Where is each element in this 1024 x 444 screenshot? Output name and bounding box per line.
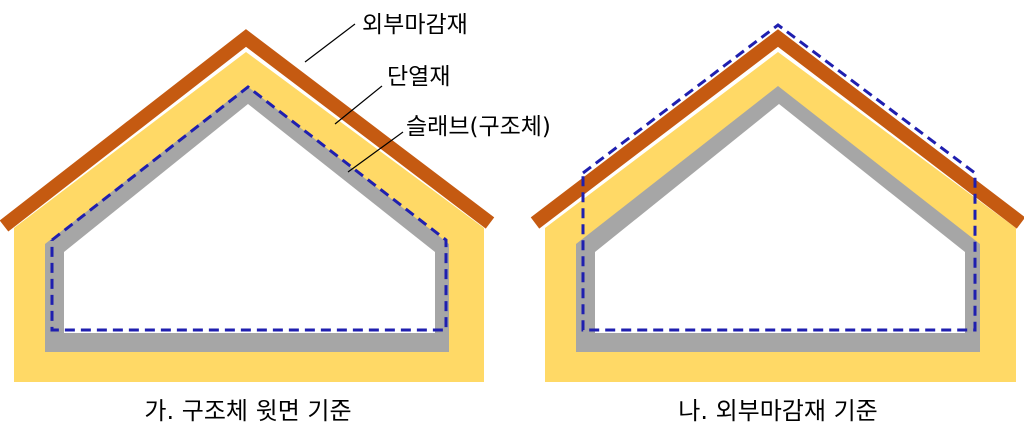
interior-space-right — [595, 104, 965, 333]
diagram-right: 나. 외부마감재 기준 — [530, 23, 1024, 425]
boundary-line-right — [581, 23, 977, 332]
caption-right: 나. 외부마감재 기준 — [678, 397, 878, 425]
leader-exterior-finish — [304, 23, 356, 63]
exterior-finish-left — [0, 29, 495, 232]
exterior-finish-right — [530, 29, 1024, 229]
leader-slab — [347, 131, 404, 173]
label-exterior-finish: 외부마감재 — [362, 12, 468, 38]
caption-left: 가. 구조체 윗면 기준 — [144, 397, 351, 425]
label-slab: 슬래브(구조체) — [406, 114, 551, 140]
label-insulation: 단열재 — [387, 64, 450, 90]
leader-insulation — [334, 85, 383, 125]
interior-space-left — [64, 104, 435, 333]
boundary-line-left — [50, 85, 448, 332]
diagram-left: 외부마감재 단열재 슬래브(구조체) 가. 구조체 윗면 기준 — [0, 12, 551, 425]
